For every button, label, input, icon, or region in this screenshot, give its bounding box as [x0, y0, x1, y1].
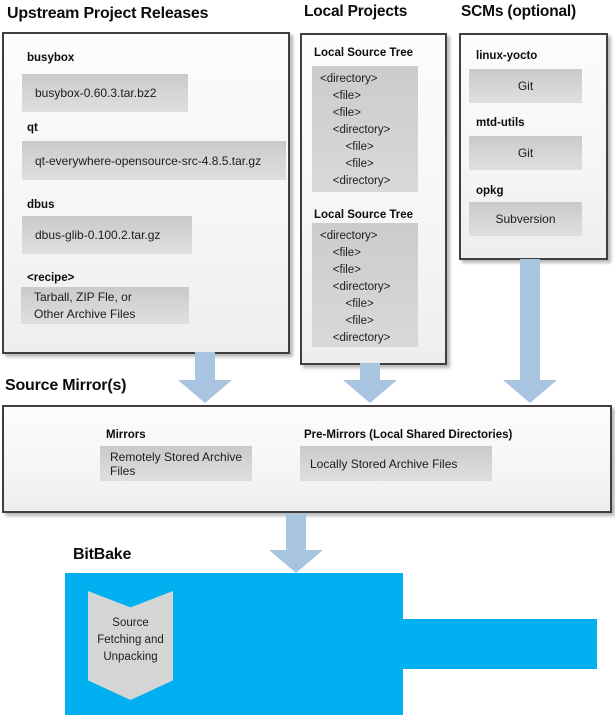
- mirrors-box: Remotely Stored Archive Files: [100, 446, 252, 481]
- arrow-stem: [195, 352, 215, 380]
- arrow-head: [503, 380, 557, 403]
- tree-line: <directory>: [320, 73, 378, 85]
- mirrors-label: Mirrors: [106, 429, 146, 441]
- scm-tool-box: Git: [469, 136, 582, 170]
- source-tree-label: Local Source Tree: [314, 209, 414, 221]
- archive-filename: qt-everywhere-opensource-src-4.8.5.tar.g…: [35, 153, 262, 168]
- source-tree-box: <directory> <file> <file> <directory> <f…: [312, 223, 418, 347]
- archive-filename: dbus-glib-0.100.2.tar.gz: [35, 228, 161, 242]
- arrow-head: [178, 380, 232, 403]
- arrow-stem: [286, 514, 306, 550]
- archive-box: Tarball, ZIP Fle, or Other Archive Files: [21, 287, 189, 324]
- premirrors-label: Pre-Mirrors (Local Shared Directories): [304, 429, 513, 441]
- tree-line: <file>: [320, 298, 374, 310]
- down-arrow-local: [343, 363, 397, 403]
- scms-title: SCMs (optional): [461, 3, 576, 20]
- tree-line: <directory>: [320, 230, 378, 242]
- down-arrow-mirrors: [269, 514, 323, 573]
- tree-line: <file>: [320, 90, 361, 102]
- mirrors-value: Remotely Stored Archive Files: [110, 449, 243, 478]
- down-arrow-upstream: [178, 352, 232, 403]
- scm-tool-name: Subversion: [495, 212, 556, 226]
- tree-line: <file>: [320, 315, 374, 327]
- archive-filename: busybox-0.60.3.tar.bz2: [35, 86, 157, 100]
- tree-line: <directory>: [320, 332, 391, 344]
- archive-box: qt-everywhere-opensource-src-4.8.5.tar.g…: [22, 141, 286, 180]
- ribbon-line: Fetching and: [97, 634, 164, 646]
- upstream-title: Upstream Project Releases: [7, 5, 209, 22]
- ribbon-line: Source: [112, 617, 149, 629]
- tree-line: <file>: [320, 247, 361, 259]
- source-tree-label: Local Source Tree: [314, 47, 414, 59]
- scms-panel: linux-yocto Git mtd-utils Git opkg Subve…: [459, 33, 608, 260]
- arrow-head: [343, 380, 397, 403]
- scm-package-label: linux-yocto: [476, 50, 538, 62]
- package-label: busybox: [27, 52, 75, 64]
- tree-line: <directory>: [320, 124, 391, 136]
- source-fetching-ribbon: Source Fetching and Unpacking: [88, 591, 173, 700]
- scm-tool-name: Git: [517, 79, 534, 93]
- tree-line: <file>: [320, 141, 374, 153]
- arrow-stem: [360, 363, 380, 380]
- source-tree-box: <directory> <file> <file> <directory> <f…: [312, 66, 418, 192]
- tree-line: <directory>: [320, 281, 391, 293]
- tree-line: <file>: [320, 264, 361, 276]
- package-label: dbus: [27, 199, 55, 211]
- scm-package-label: mtd-utils: [476, 117, 525, 129]
- arrow-stem: [520, 259, 540, 380]
- archive-description-line: Other Archive Files: [34, 306, 136, 321]
- premirrors-value: Locally Stored Archive Files: [310, 456, 458, 471]
- tree-line: <file>: [320, 107, 361, 119]
- package-label: <recipe>: [27, 272, 75, 284]
- scm-tool-name: Git: [517, 146, 534, 160]
- bitbake-title: BitBake: [73, 546, 132, 563]
- archive-box: busybox-0.60.3.tar.bz2: [22, 74, 188, 112]
- tree-line: <directory>: [320, 175, 391, 187]
- local-projects-title: Local Projects: [304, 3, 408, 20]
- scm-package-label: opkg: [476, 185, 504, 197]
- ribbon-line: Unpacking: [103, 651, 158, 663]
- package-label: qt: [27, 122, 38, 134]
- bitbake-extension-bar: [403, 619, 597, 669]
- down-arrow-scms: [503, 259, 557, 403]
- scm-tool-box: Subversion: [469, 202, 582, 236]
- source-mirrors-title: Source Mirror(s): [5, 377, 127, 394]
- premirrors-box: Locally Stored Archive Files: [300, 446, 492, 481]
- local-projects-panel: Local Source Tree <directory> <file> <fi…: [300, 33, 447, 365]
- source-mirrors-panel: Mirrors Remotely Stored Archive Files Pr…: [2, 405, 612, 513]
- arrow-head: [269, 550, 323, 573]
- archive-description-line: Tarball, ZIP Fle, or: [34, 289, 132, 304]
- upstream-panel: busybox busybox-0.60.3.tar.bz2 qt qt-eve…: [2, 32, 290, 354]
- archive-box: dbus-glib-0.100.2.tar.gz: [22, 216, 192, 254]
- tree-line: <file>: [320, 158, 374, 170]
- scm-tool-box: Git: [469, 69, 582, 103]
